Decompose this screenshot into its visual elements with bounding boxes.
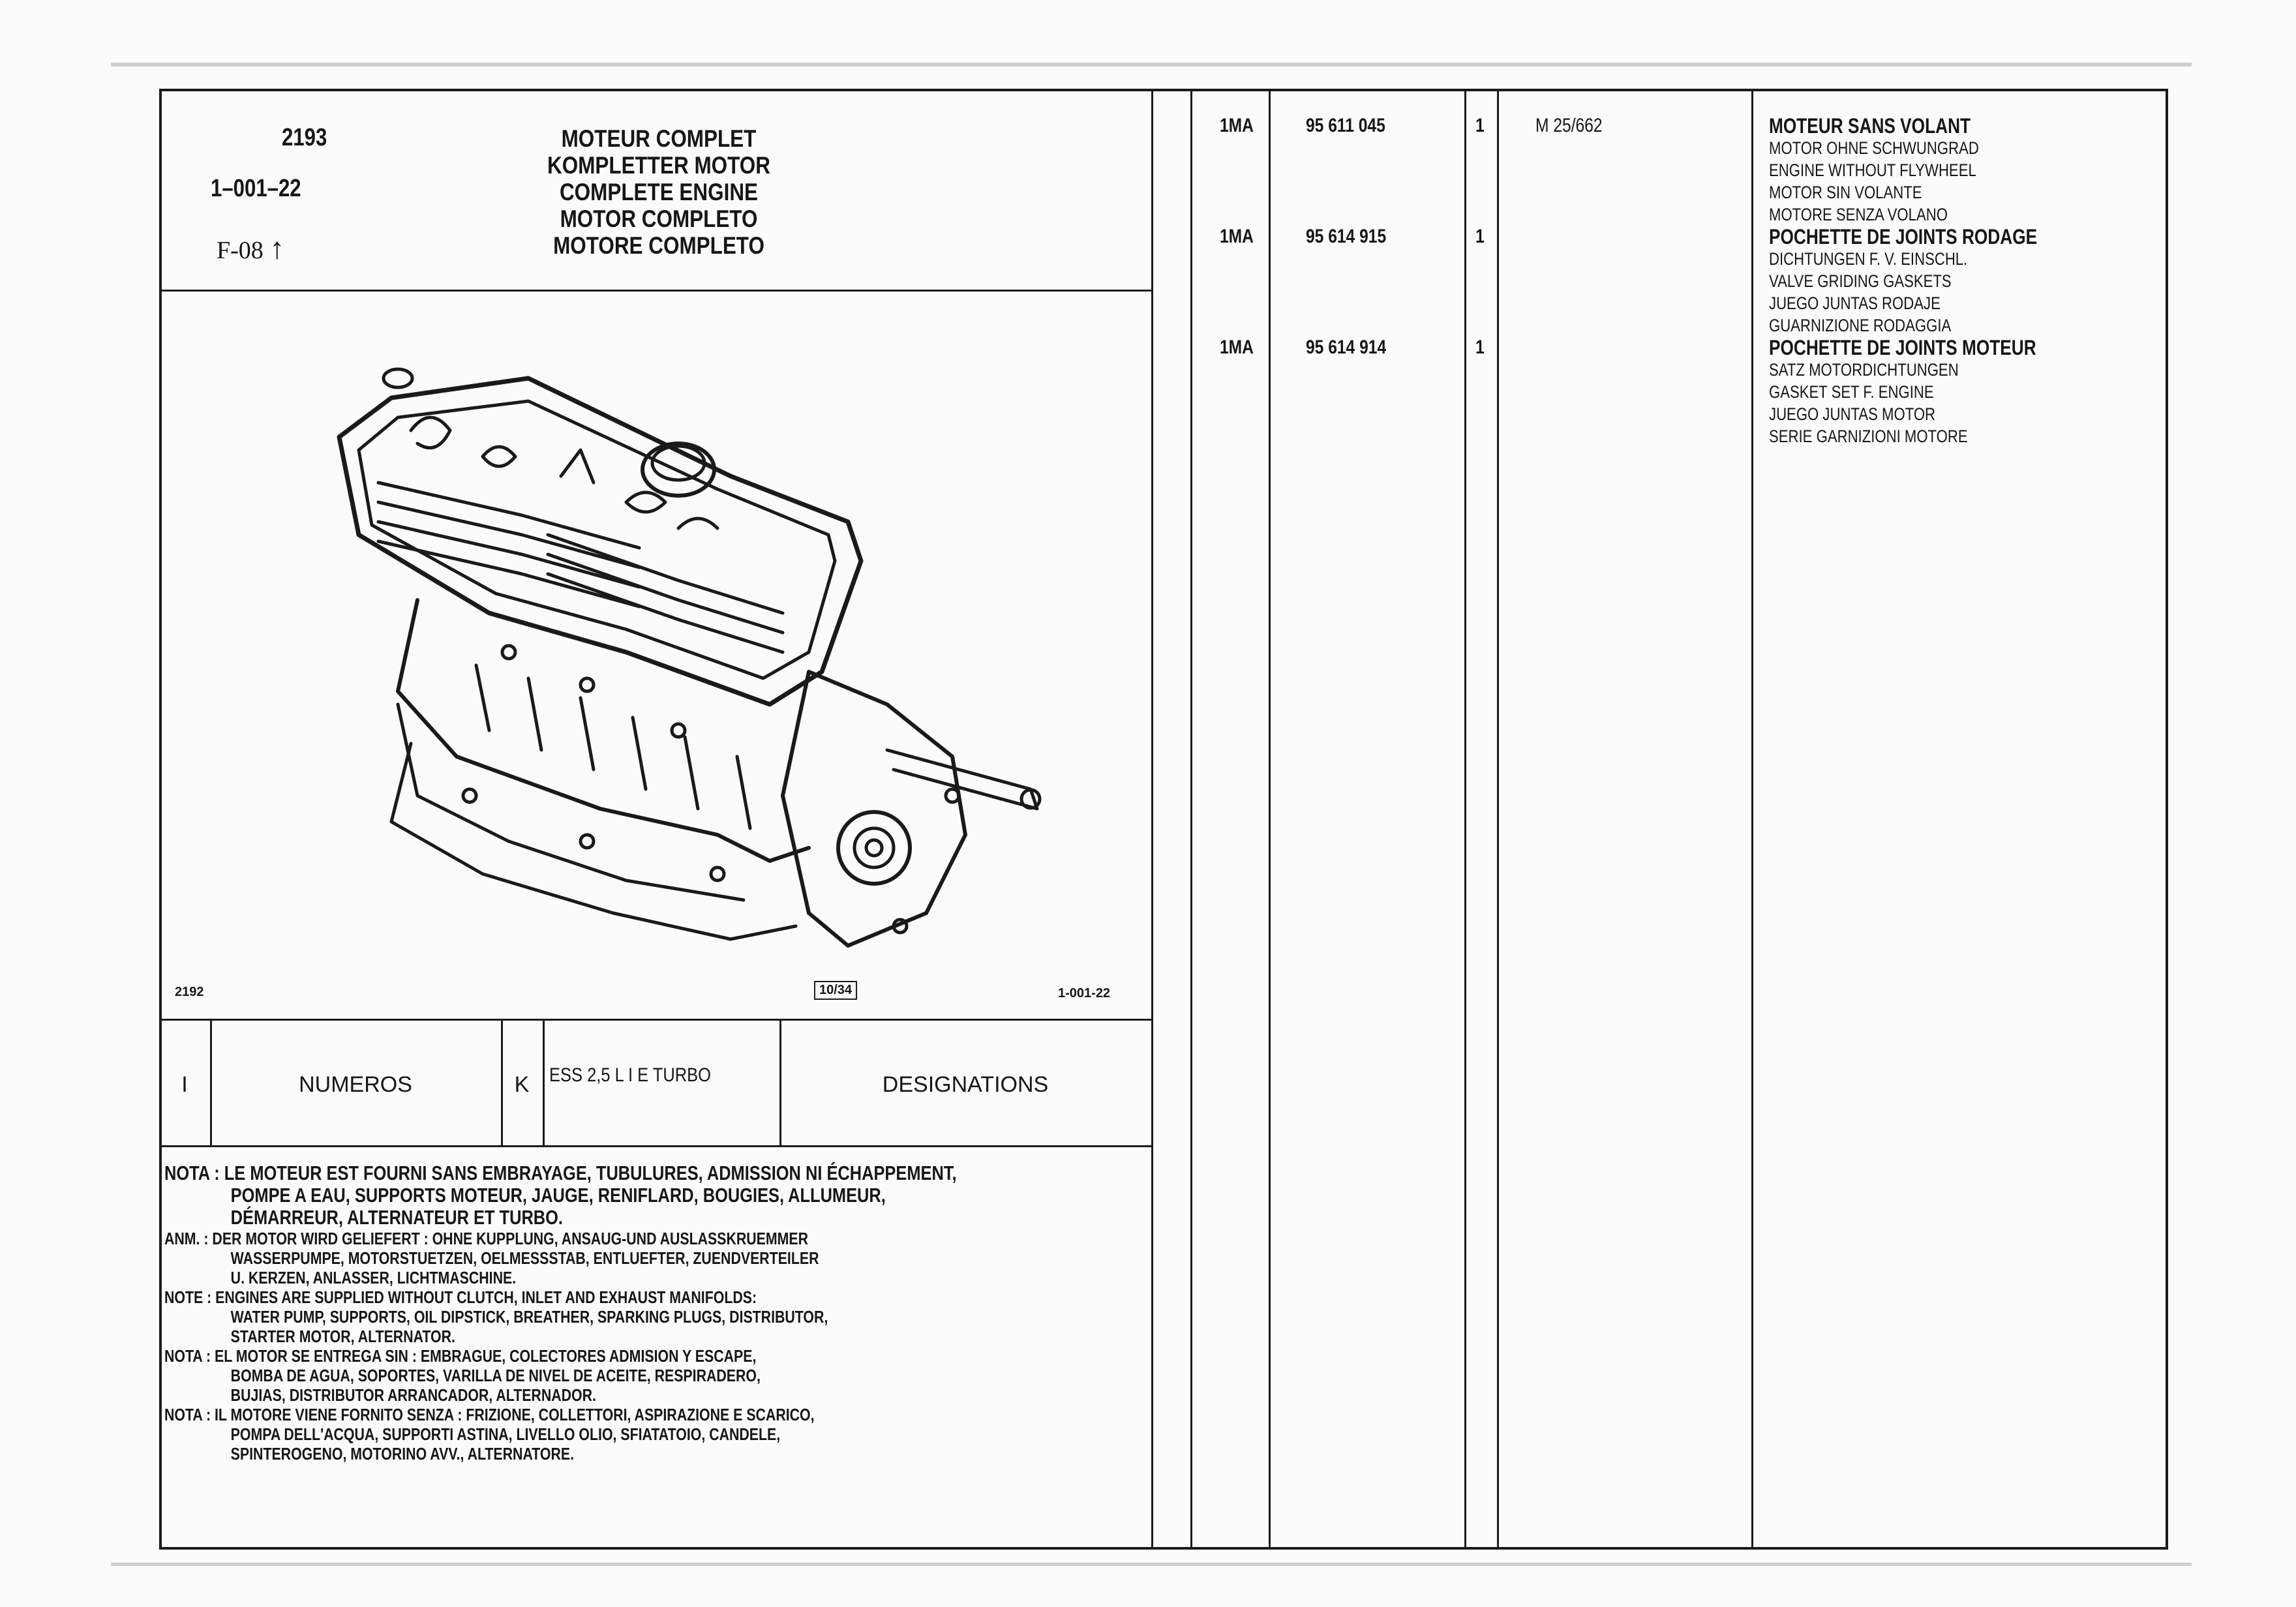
- part-model-ref: M 25/662: [1535, 115, 1603, 136]
- figure-label-left: 2192: [175, 985, 204, 999]
- scan-noise-top: [111, 63, 2192, 67]
- desc-head: POCHETTE DE JOINTS RODAGE: [1769, 225, 2038, 248]
- part-description: MOTEUR SANS VOLANT MOTOR OHNE SCHWUNGRAD…: [1769, 115, 2025, 226]
- ref-code: 1–001–22: [211, 175, 301, 202]
- note-line: WATER PUMP, SUPPORTS, OIL DIPSTICK, BREA…: [230, 1307, 828, 1327]
- rule-title: [159, 290, 1153, 292]
- desc-line: MOTORE SENZA VOLANO: [1769, 205, 1948, 224]
- part-code: 1MA: [1220, 337, 1254, 358]
- title-de: KOMPLETTER MOTOR: [547, 152, 770, 179]
- desc-head: MOTEUR SANS VOLANT: [1769, 114, 1971, 138]
- desc-line: GUARNIZIONE RODAGGIA: [1769, 316, 1952, 335]
- divider-qty: [1497, 89, 1499, 1550]
- ref-number: 2193: [282, 124, 327, 151]
- col-designations: DESIGNATIONS: [882, 1072, 1049, 1097]
- notes-block: NOTA : LE MOTEUR EST FOURNI SANS EMBRAYA…: [164, 1162, 1143, 1464]
- part-number: 95 614 914: [1306, 337, 1387, 358]
- desc-line: SATZ MOTORDICHTUNGEN: [1769, 360, 1959, 380]
- figure-label-center: 10/34: [814, 981, 858, 1000]
- part-qty: 1: [1475, 115, 1485, 136]
- divider-i: [1190, 89, 1192, 1550]
- desc-line: JUEGO JUNTAS MOTOR: [1769, 404, 1936, 424]
- note-line: POMPA DELL'ACQUA, SUPPORTI ASTINA, LIVEL…: [230, 1424, 781, 1444]
- figure-label-right: 1-001-22: [1058, 986, 1111, 1000]
- hdr-div-4: [779, 1019, 781, 1145]
- title-en: COMPLETE ENGINE: [559, 179, 759, 205]
- note-line: BUJIAS, DISTRIBUTOR ARRANCADOR, ALTERNAD…: [230, 1385, 596, 1405]
- divider-modelref: [1751, 89, 1753, 1550]
- part-number: 95 614 915: [1306, 226, 1387, 247]
- part-code: 1MA: [1220, 226, 1254, 247]
- rule-header-row: [159, 1145, 1153, 1147]
- note-line: NOTA : IL MOTORE VIENE FORNITO SENZA : F…: [164, 1405, 815, 1424]
- scan-noise-bottom: [111, 1563, 2192, 1566]
- ref-sub-block: F-08 ↑: [217, 231, 284, 265]
- desc-line: VALVE GRIDING GASKETS: [1769, 271, 1952, 291]
- note-line: U. KERZEN, ANLASSER, LICHTMASCHINE.: [230, 1268, 517, 1287]
- col-numeros: NUMEROS: [299, 1072, 412, 1097]
- note-line: POMPE A EAU, SUPPORTS MOTEUR, JAUGE, REN…: [230, 1184, 886, 1207]
- desc-line: JUEGO JUNTAS RODAJE: [1769, 293, 1941, 313]
- part-qty: 1: [1475, 337, 1485, 358]
- desc-line: ENGINE WITHOUT FLYWHEEL: [1769, 160, 1976, 180]
- desc-line: MOTOR OHNE SCHWUNGRAD: [1769, 138, 1979, 158]
- note-line: NOTA : LE MOTEUR EST FOURNI SANS EMBRAYA…: [164, 1162, 957, 1184]
- note-line: NOTA : EL MOTOR SE ENTREGA SIN : EMBRAGU…: [164, 1346, 757, 1366]
- title-es: MOTOR COMPLETO: [560, 205, 758, 232]
- part-number: 95 611 045: [1306, 115, 1385, 136]
- desc-line: SERIE GARNIZIONI MOTORE: [1769, 427, 1968, 446]
- hdr-div-3: [543, 1019, 545, 1145]
- hdr-div-1: [210, 1019, 212, 1145]
- part-qty: 1: [1475, 226, 1485, 247]
- note-line: ANM. : DER MOTOR WIRD GELIEFERT : OHNE K…: [164, 1229, 809, 1248]
- note-line: DÉMARREUR, ALTERNATEUR ET TURBO.: [230, 1206, 564, 1229]
- note-line: BOMBA DE AGUA, SOPORTES, VARILLA DE NIVE…: [230, 1366, 761, 1385]
- hdr-div-2: [501, 1019, 503, 1145]
- note-line: STARTER MOTOR, ALTERNATOR.: [230, 1327, 455, 1346]
- part-description: POCHETTE DE JOINTS MOTEUR SATZ MOTORDICH…: [1769, 337, 2095, 447]
- note-line: WASSERPUMPE, MOTORSTUETZEN, OELMESSSTAB,…: [230, 1248, 819, 1268]
- desc-line: MOTOR SIN VOLANTE: [1769, 183, 1922, 202]
- title-fr: MOTEUR COMPLET: [561, 125, 757, 152]
- desc-line: GASKET SET F. ENGINE: [1769, 382, 1934, 402]
- col-i: I: [181, 1072, 188, 1097]
- divider-number: [1464, 89, 1466, 1550]
- divider-left-panel: [1151, 89, 1153, 1550]
- ref-sub: F-08: [217, 237, 264, 264]
- desc-line: DICHTUNGEN F. V. EINSCHL.: [1769, 249, 1968, 269]
- col-model: ESS 2,5 L I E TURBO: [549, 1064, 712, 1086]
- rule-figure: [159, 1019, 1153, 1021]
- col-k: K: [514, 1072, 530, 1097]
- document-frame: [159, 89, 2168, 1550]
- part-description: POCHETTE DE JOINTS RODAGE DICHTUNGEN F. …: [1769, 226, 2096, 337]
- note-line: SPINTEROGENO, MOTORINO AVV., ALTERNATORE…: [230, 1444, 575, 1464]
- title-block: MOTEUR COMPLET KOMPLETTER MOTOR COMPLETE…: [509, 125, 809, 259]
- engine-illustration: [337, 367, 1042, 948]
- part-code: 1MA: [1220, 115, 1254, 136]
- title-it: MOTORE COMPLETO: [553, 232, 764, 259]
- arrow-up-icon: ↑: [269, 232, 285, 265]
- desc-head: POCHETTE DE JOINTS MOTEUR: [1769, 336, 2036, 359]
- divider-code: [1269, 89, 1271, 1550]
- note-line: NOTE : ENGINES ARE SUPPLIED WITHOUT CLUT…: [164, 1287, 757, 1307]
